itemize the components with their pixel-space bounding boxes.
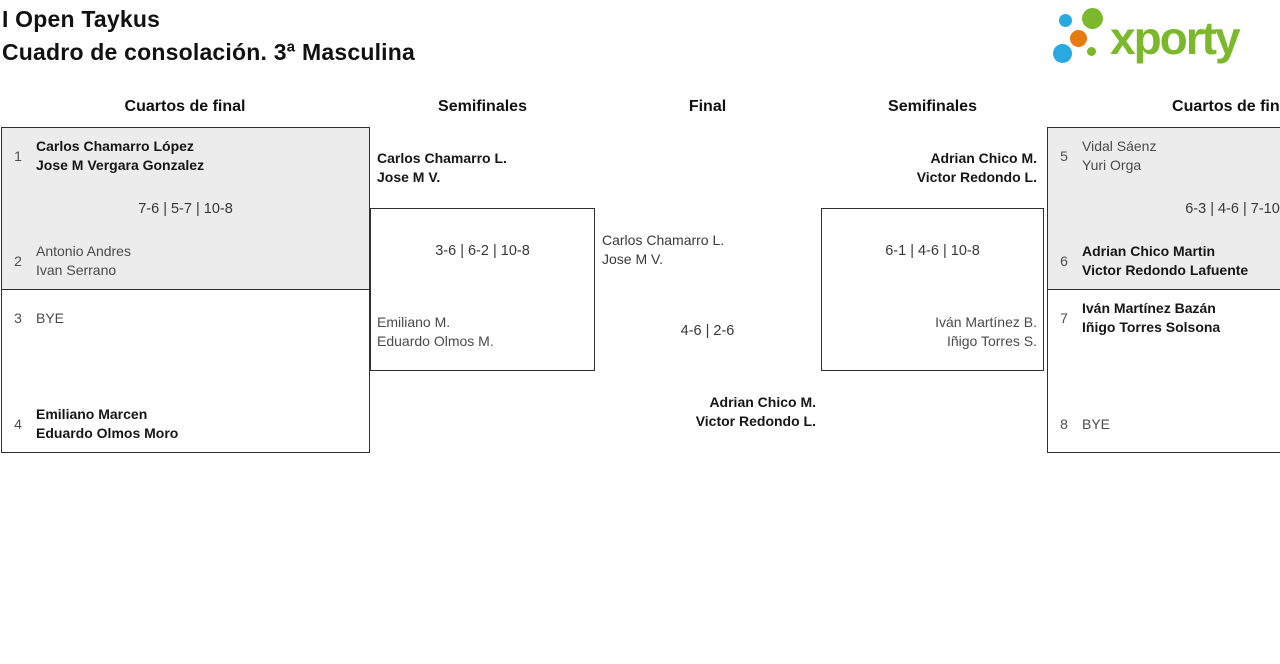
team-line: Carlos Chamarro López	[36, 138, 194, 154]
round-header-sf-right: Semifinales	[888, 98, 977, 115]
team-line: Eduardo Olmos Moro	[36, 425, 179, 441]
team-names: BYE	[36, 309, 64, 328]
sf-right-winner-label: Adrian Chico M. Victor Redondo L.	[917, 149, 1037, 187]
team-slot: 4 Emiliano Marcen Eduardo Olmos Moro	[10, 405, 361, 443]
team-slot: 6 Adrian Chico Martin Victor Redondo Laf…	[1056, 242, 1280, 280]
match-score: 7-6 | 5-7 | 10-8	[138, 200, 233, 217]
team-slot: 3 BYE	[10, 299, 361, 337]
draw-title: Cuadro de consolación. 3ª Masculina	[2, 39, 415, 65]
match-box-sf-right: 6-1 | 4-6 | 10-8 Iván Martínez B. Iñigo …	[821, 208, 1044, 371]
match-box-qf3: 5 Vidal Sáenz Yuri Orga 6-3 | 4-6 | 7-10…	[1047, 127, 1280, 290]
seed-number: 5	[1060, 148, 1068, 164]
team-line: Antonio Andres	[36, 243, 131, 259]
team-line: BYE	[36, 309, 65, 326]
round-header-qf-right: Cuartos de final	[1172, 98, 1280, 115]
sf-left-loser-label: Emiliano M. Eduardo Olmos M.	[377, 313, 494, 351]
team-line: BYE	[1082, 415, 1111, 432]
team-line: Emiliano M.	[377, 314, 451, 330]
team-names: Adrian Chico Martin Victor Redondo Lafue…	[1082, 242, 1248, 280]
seed-number: 8	[1060, 416, 1068, 432]
team-line: Ivan Serrano	[36, 262, 117, 278]
team-line: Victor Redondo L.	[916, 169, 1037, 185]
team-line: Eduardo Olmos M.	[377, 333, 494, 349]
seed-number: 2	[14, 253, 22, 269]
seed-number: 4	[14, 416, 22, 432]
match-score: 6-3 | 4-6 | 7-10	[1185, 200, 1280, 217]
logo-dot-orange-icon	[1070, 30, 1087, 47]
match-box-qf4: 7 Iván Martínez Bazán Iñigo Torres Solso…	[1047, 289, 1280, 453]
final-winner-label: Adrian Chico M. Victor Redondo L.	[696, 393, 816, 431]
team-line: Victor Redondo Lafuente	[1082, 262, 1249, 278]
logo-dot-blue-small-icon	[1059, 14, 1072, 27]
final-score: 4-6 | 2-6	[680, 323, 735, 339]
team-line: Jose M V.	[602, 251, 663, 267]
team-names: BYE	[1082, 415, 1110, 434]
team-slot: 5 Vidal Sáenz Yuri Orga	[1056, 137, 1280, 175]
logo-wordmark: xporty	[1110, 12, 1241, 64]
team-line: Yuri Orga	[1082, 157, 1142, 173]
team-line: Iñigo Torres Solsona	[1082, 319, 1221, 335]
team-line: Vidal Sáenz	[1082, 138, 1157, 154]
team-slot: 2 Antonio Andres Ivan Serrano	[10, 242, 361, 280]
round-header-final: Final	[688, 98, 727, 115]
sf-right-loser-label: Iván Martínez B. Iñigo Torres S.	[935, 313, 1037, 351]
sf-left-winner-label: Carlos Chamarro L. Jose M V.	[377, 149, 507, 187]
round-header-sf-left: Semifinales	[438, 98, 527, 115]
team-names: Carlos Chamarro López Jose M Vergara Gon…	[36, 137, 204, 175]
seed-number: 7	[1060, 310, 1068, 326]
team-line: Emiliano Marcen	[36, 406, 148, 422]
team-names: Emiliano Marcen Eduardo Olmos Moro	[36, 405, 178, 443]
team-line: Adrian Chico M.	[709, 394, 816, 410]
match-box-qf1: 1 Carlos Chamarro López Jose M Vergara G…	[1, 127, 370, 290]
team-slot: 1 Carlos Chamarro López Jose M Vergara G…	[10, 137, 361, 175]
team-line: Carlos Chamarro L.	[377, 150, 507, 166]
seed-number: 1	[14, 148, 22, 164]
tournament-title: I Open Taykus	[2, 6, 161, 32]
seed-number: 3	[14, 310, 22, 326]
match-score: 3-6 | 6-2 | 10-8	[435, 243, 530, 259]
match-box-qf2: 3 BYE 4 Emiliano Marcen Eduardo Olmos Mo…	[1, 289, 370, 453]
match-score: 6-1 | 4-6 | 10-8	[885, 243, 980, 259]
team-line: Adrian Chico M.	[930, 150, 1037, 166]
team-line: Adrian Chico Martin	[1082, 243, 1216, 259]
logo-dot-green-small-icon	[1087, 47, 1096, 56]
team-names: Vidal Sáenz Yuri Orga	[1082, 137, 1156, 175]
team-names: Iván Martínez Bazán Iñigo Torres Solsona	[1082, 299, 1220, 337]
team-line: Carlos Chamarro L.	[602, 232, 725, 248]
logo-dot-blue-large-icon	[1053, 44, 1072, 63]
page-titles: I Open Taykus Cuadro de consolación. 3ª …	[2, 3, 415, 69]
team-names: Antonio Andres Ivan Serrano	[36, 242, 131, 280]
final-top-team-label: Carlos Chamarro L. Jose M V.	[602, 231, 724, 269]
team-line: Iñigo Torres S.	[946, 333, 1037, 349]
team-slot: 8 BYE	[1056, 405, 1280, 443]
team-line: Jose M Vergara Gonzalez	[36, 157, 205, 173]
team-line: Iván Martínez Bazán	[1082, 300, 1216, 316]
round-header-qf-left: Cuartos de final	[124, 98, 246, 115]
xporty-logo: xporty	[1040, 0, 1280, 80]
team-line: Victor Redondo L.	[695, 413, 816, 429]
match-box-sf-left: 3-6 | 6-2 | 10-8 Emiliano M. Eduardo Olm…	[370, 208, 595, 371]
seed-number: 6	[1060, 253, 1068, 269]
team-line: Jose M V.	[377, 169, 441, 185]
team-slot: 7 Iván Martínez Bazán Iñigo Torres Solso…	[1056, 299, 1280, 337]
logo-dot-green-large-icon	[1082, 8, 1103, 29]
team-line: Iván Martínez B.	[935, 314, 1037, 330]
